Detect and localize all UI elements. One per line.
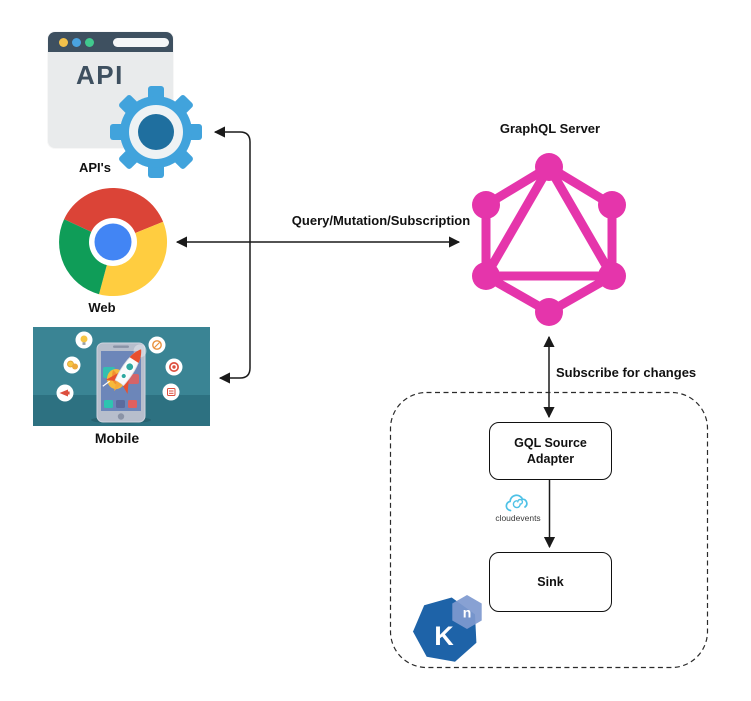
knative-n-letter: n	[463, 605, 472, 621]
knative-dashed-boundary	[389, 391, 709, 669]
window-dot-yellow-icon	[59, 37, 68, 47]
arrow-to-api	[213, 126, 251, 143]
megaphone-icon	[59, 389, 70, 397]
gear-icon	[110, 86, 202, 178]
graphql-server-label: GraphQL Server	[499, 121, 601, 136]
cloudevents-glyph	[505, 494, 528, 512]
graphql-nodes	[472, 153, 626, 326]
adapter-label-line2: Adapter	[526, 452, 575, 466]
api-window-text: API	[76, 60, 124, 90]
chrome-icon	[59, 188, 168, 297]
compass-icon	[152, 340, 162, 350]
chrome-yellow-sector	[99, 221, 168, 297]
chrome-red-sector	[64, 188, 164, 242]
target-icon	[169, 362, 179, 372]
gql-source-adapter-box: GQL Source Adapter	[489, 422, 612, 480]
subscribe-arrow-label: Subscribe for changes	[556, 365, 697, 380]
mobile-illustration	[33, 327, 210, 426]
browser-header-bar	[48, 32, 173, 52]
sink-box: Sink	[489, 552, 612, 612]
query-arrow-label: Query/Mutation/Subscription	[291, 213, 471, 228]
coins-icon	[67, 360, 78, 370]
graphql-icon	[472, 153, 626, 326]
graphql-edges	[481, 163, 617, 316]
web-label: Web	[88, 300, 116, 315]
sink-label: Sink	[537, 574, 564, 589]
arrow-to-mobile	[218, 367, 251, 384]
knative-icon: K n	[413, 595, 482, 662]
bulb-icon	[80, 335, 88, 345]
window-dot-blue-icon	[72, 37, 81, 47]
mobile-label: Mobile	[94, 430, 140, 446]
cloudevents-label: cloudevents	[495, 513, 541, 523]
window-dot-green-icon	[85, 37, 94, 47]
cloudevents-icon	[505, 494, 528, 512]
knative-n-badge	[452, 595, 482, 629]
gear-core	[138, 114, 174, 150]
api-label: API's	[79, 160, 111, 175]
calculator-icon	[167, 388, 176, 396]
chrome-blue-center	[94, 223, 132, 261]
rocket-icon	[102, 344, 147, 395]
address-bar	[113, 37, 169, 47]
knative-k-letter: K	[434, 621, 454, 651]
adapter-label-line1: GQL Source	[514, 435, 587, 450]
